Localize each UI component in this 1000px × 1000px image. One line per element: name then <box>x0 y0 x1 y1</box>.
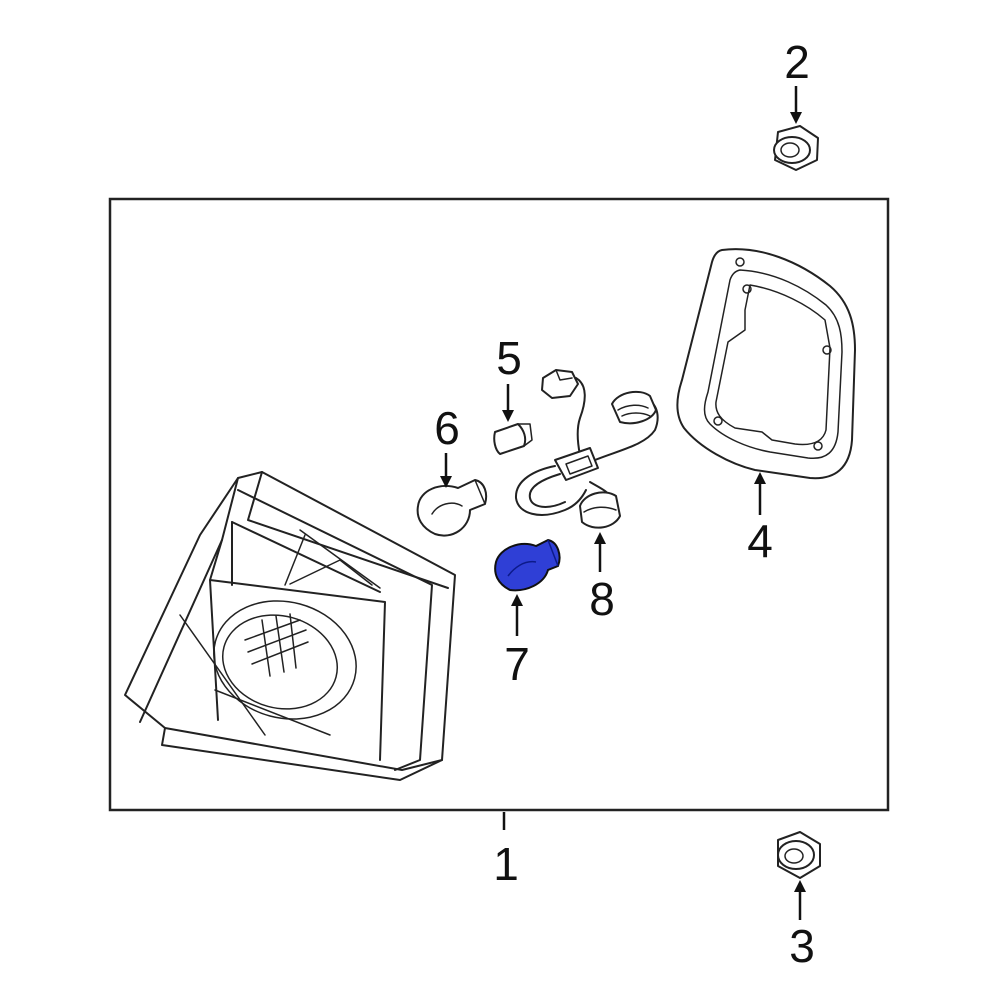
arrow-8 <box>594 532 606 572</box>
part-8-wiring-harness[interactable] <box>514 369 659 529</box>
callout-2: 2 <box>784 36 810 88</box>
callout-5: 5 <box>496 332 522 384</box>
arrow-4 <box>754 472 766 515</box>
part-2-nut[interactable] <box>773 125 819 171</box>
part-3-nut[interactable] <box>777 831 821 879</box>
callout-1: 1 <box>493 838 519 890</box>
part-1-tail-lamp[interactable] <box>124 471 456 781</box>
callout-4: 4 <box>747 515 773 567</box>
assembly-frame <box>108 197 890 812</box>
part-4-gasket[interactable] <box>676 248 856 480</box>
part-7-bulb-highlighted[interactable] <box>494 538 561 592</box>
part-6-bulb[interactable] <box>416 479 488 537</box>
arrow-5 <box>502 384 514 422</box>
callout-8: 8 <box>589 573 615 625</box>
arrow-7 <box>511 594 523 636</box>
callout-6: 6 <box>434 402 460 454</box>
callout-7: 7 <box>504 638 530 690</box>
arrow-2 <box>790 86 802 124</box>
part-5-bulb[interactable] <box>493 423 533 455</box>
callout-3: 3 <box>789 920 815 972</box>
arrow-6 <box>440 453 452 488</box>
arrow-3 <box>794 880 806 920</box>
